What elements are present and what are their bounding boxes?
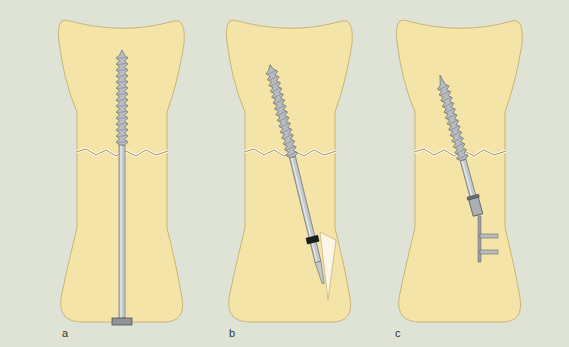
nut — [306, 235, 319, 244]
thread-line — [275, 105, 285, 109]
screws — [112, 50, 484, 325]
head-rim — [467, 194, 479, 200]
thread-line — [117, 87, 127, 89]
thread-line — [117, 123, 127, 125]
shaft-highlight — [291, 157, 317, 262]
figure-letter: b — [229, 328, 235, 339]
thread-line — [285, 146, 295, 150]
thread-line — [270, 82, 280, 86]
screw-shaft — [290, 156, 321, 262]
thread-line — [443, 103, 453, 108]
screw-thread — [116, 50, 128, 145]
lag-screw — [434, 73, 484, 216]
thread-line — [117, 69, 127, 71]
thread-line — [452, 137, 462, 142]
thread-line — [451, 132, 461, 137]
thread-line — [117, 117, 127, 119]
thread-line — [117, 129, 127, 131]
lag-screw — [112, 50, 132, 325]
bone-a — [58, 20, 184, 322]
thread-line — [117, 111, 127, 113]
thread-line — [278, 117, 288, 121]
screw-head — [112, 318, 132, 325]
thread-line — [448, 120, 458, 125]
thread-line — [271, 88, 281, 92]
thread-line — [456, 149, 466, 154]
thread-line — [117, 93, 127, 95]
thread-line — [267, 70, 277, 74]
thread-line — [287, 152, 297, 156]
thread-line — [117, 99, 127, 101]
screw-shaft — [119, 145, 125, 318]
small-screw — [480, 250, 498, 254]
thread-line — [117, 75, 127, 77]
screw-thread — [264, 63, 298, 158]
small-plate — [478, 216, 481, 262]
thread-line — [445, 109, 455, 114]
thread-line — [449, 126, 459, 131]
thread-line — [117, 57, 127, 59]
screw-end — [315, 261, 326, 284]
thread-line — [441, 97, 451, 102]
thread-line — [274, 100, 284, 104]
thread-line — [117, 135, 127, 137]
small-screw — [480, 234, 498, 238]
thread-line — [440, 91, 450, 96]
screw-thread — [434, 73, 469, 161]
thread-line — [268, 76, 278, 80]
thread-line — [281, 129, 291, 133]
thread-line — [284, 140, 294, 144]
thread-line — [117, 63, 127, 65]
thread-line — [272, 94, 282, 98]
bone-b — [226, 20, 352, 322]
cortical-window — [320, 232, 336, 300]
thread-line — [457, 155, 467, 160]
thread-line — [438, 85, 448, 90]
lag-screw — [264, 63, 329, 284]
thread-line — [282, 135, 292, 139]
thread-line — [117, 141, 127, 143]
thread-line — [454, 143, 464, 148]
thread-line — [446, 114, 456, 119]
figure-letter: a — [62, 328, 68, 339]
bone-c — [396, 20, 522, 322]
thread-line — [277, 111, 287, 115]
thread-line — [117, 81, 127, 83]
shaft-highlight — [121, 145, 122, 318]
figure-letter: c — [395, 328, 401, 339]
thread-line — [117, 105, 127, 107]
thread-line — [280, 123, 290, 127]
